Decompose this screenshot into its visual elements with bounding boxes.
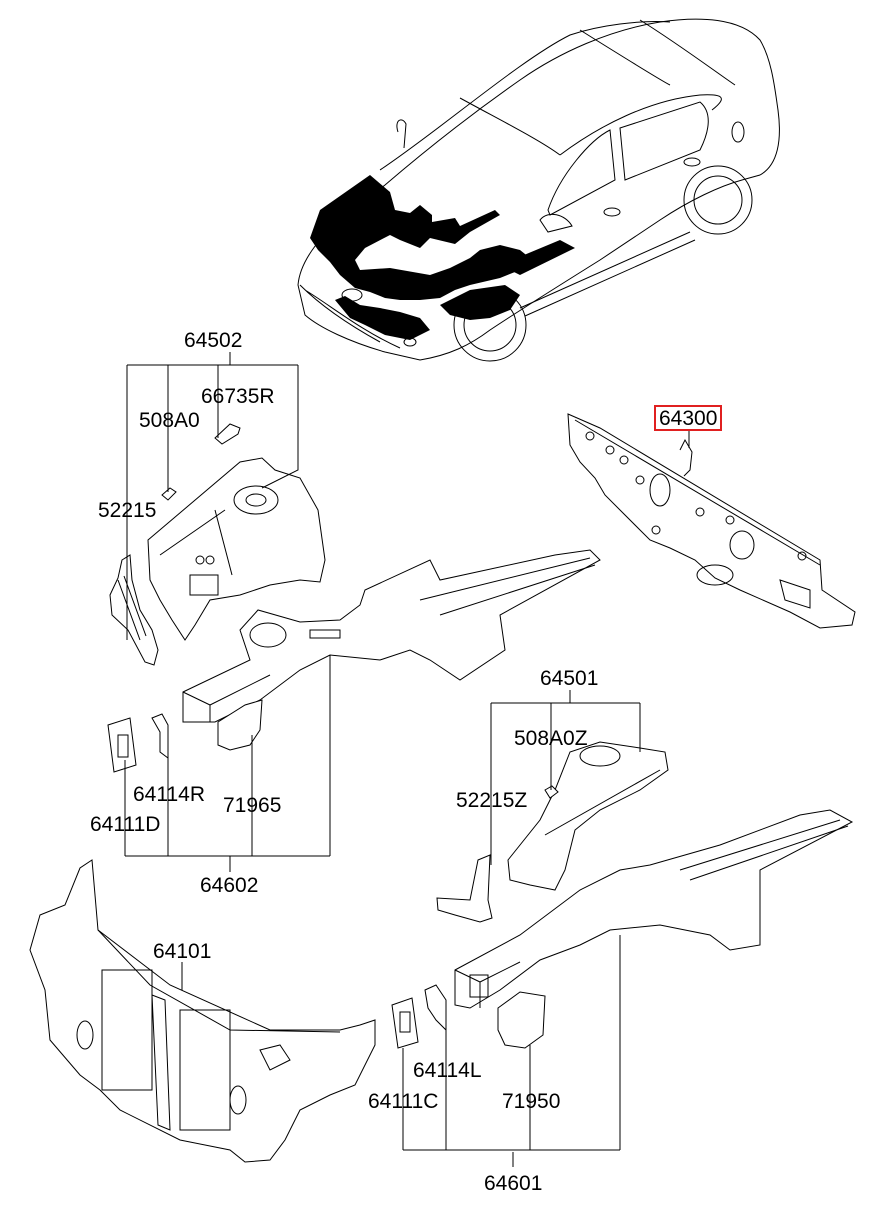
- part-52215Z-bracket[interactable]: [436, 854, 493, 923]
- part-71965-bracket[interactable]: [217, 699, 263, 751]
- label-52215Z[interactable]: 52215Z: [456, 789, 528, 812]
- part-64114R-bracket[interactable]: [151, 713, 169, 759]
- part-508A0-clip[interactable]: [161, 487, 177, 501]
- label-64114R[interactable]: 64114R: [133, 783, 206, 806]
- label-64111D[interactable]: 64111D: [90, 813, 161, 836]
- label-508A0[interactable]: 508A0: [139, 409, 200, 432]
- part-64501-fender-apron-lh[interactable]: [507, 741, 669, 891]
- label-64602[interactable]: 64602: [200, 874, 259, 897]
- part-64602-side-member-rh[interactable]: [182, 549, 601, 723]
- label-64502[interactable]: 64502: [184, 329, 243, 352]
- part-52215-bracket[interactable]: [109, 554, 159, 666]
- label-66735R[interactable]: 66735R: [201, 385, 275, 408]
- part-64601-side-member-lh[interactable]: [454, 809, 854, 1009]
- part-64111C-plate[interactable]: [391, 997, 419, 1049]
- part-64101-radiator-support[interactable]: [29, 859, 376, 1163]
- part-64502-fender-apron-rh[interactable]: [147, 457, 326, 641]
- label-64601[interactable]: 64601: [484, 1172, 543, 1195]
- part-71950-bracket[interactable]: [497, 991, 546, 1049]
- part-64111D-plate[interactable]: [107, 717, 137, 773]
- leader-lines: [124, 352, 690, 1167]
- label-64114L[interactable]: 64114L: [413, 1059, 482, 1082]
- label-71950[interactable]: 71950: [502, 1090, 561, 1113]
- label-64111C[interactable]: 64111C: [368, 1090, 439, 1113]
- part-66735R-bracket[interactable]: [214, 423, 241, 445]
- label-64501[interactable]: 64501: [540, 667, 599, 690]
- part-64114L-bracket[interactable]: [424, 984, 447, 1032]
- vehicle-illustration: [297, 18, 780, 362]
- label-64300-highlighted[interactable]: 64300: [654, 405, 723, 431]
- label-71965[interactable]: 71965: [223, 794, 282, 817]
- part-508A0Z-clip[interactable]: [544, 785, 559, 799]
- label-508A0Z[interactable]: 508A0Z: [514, 727, 588, 750]
- label-52215[interactable]: 52215: [98, 499, 157, 522]
- label-64101[interactable]: 64101: [153, 940, 212, 963]
- part-64300-dash-panel[interactable]: [567, 413, 856, 629]
